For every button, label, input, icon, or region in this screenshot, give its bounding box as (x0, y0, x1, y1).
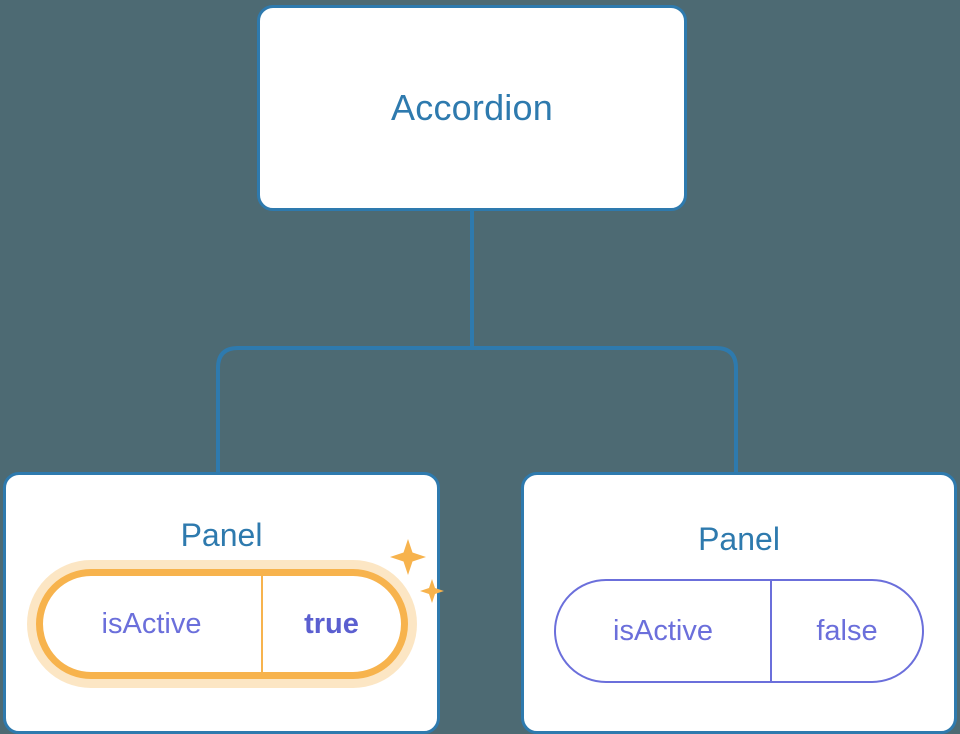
node-accordion[interactable]: Accordion (257, 5, 687, 211)
prop-pill-isactive-false[interactable]: isActive false (554, 579, 924, 683)
sparkle-small-icon (419, 579, 444, 603)
edge-branch-to-panel-1 (472, 346, 738, 472)
node-panel-1[interactable]: Panel isActive false (521, 472, 957, 734)
node-panel-1-title: Panel (698, 521, 780, 557)
node-panel-0-title: Panel (180, 517, 263, 553)
prop-key-1: isActive (613, 614, 713, 647)
prop-key-0: isActive (101, 607, 202, 640)
node-accordion-title: Accordion (391, 87, 553, 128)
prop-pill-wrapper-0: isActive true (35, 539, 444, 679)
sparkles-group (389, 539, 444, 603)
sparkle-large-icon (389, 539, 426, 575)
node-panel-0[interactable]: Panel isActive true (3, 472, 444, 734)
prop-pill-isactive-true[interactable]: isActive true (35, 569, 408, 679)
prop-value-0: true (260, 576, 401, 672)
edge-branch-to-panel-0 (216, 346, 472, 472)
prop-pill-wrapper-1: isActive false (554, 579, 924, 683)
prop-value-1: false (770, 581, 922, 681)
